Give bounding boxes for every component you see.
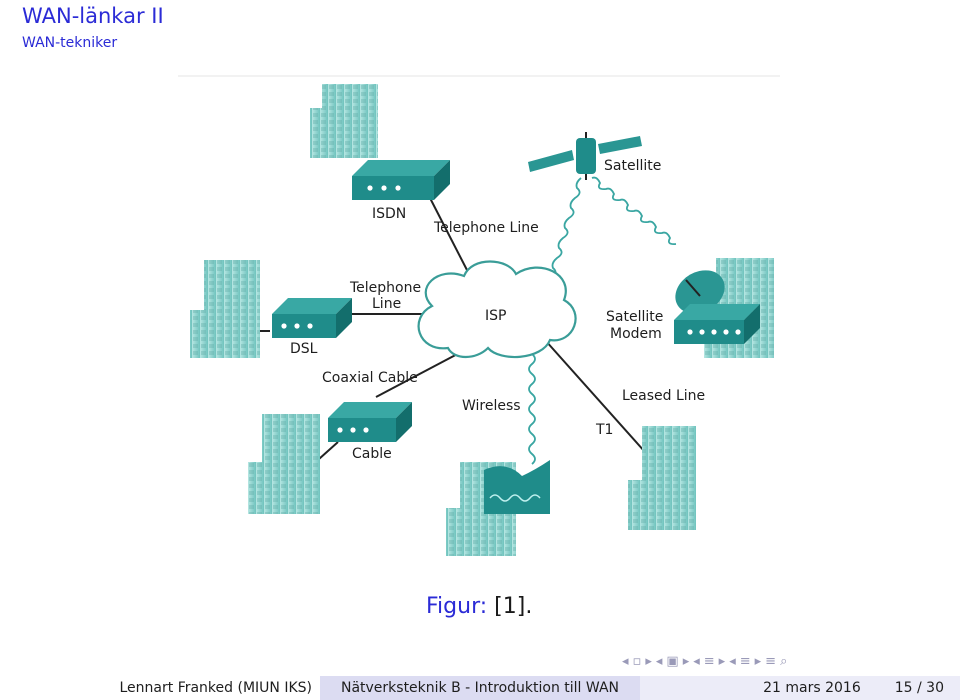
satellite-modem-label-2: Modem <box>610 326 662 342</box>
nav-right-icon[interactable]: ▸ <box>718 653 726 669</box>
isdn-label: ISDN <box>372 206 406 222</box>
section-icon[interactable]: ≡ <box>703 653 715 669</box>
nav-right-icon[interactable]: ▸ <box>682 653 690 669</box>
t1-label: T1 <box>595 422 613 438</box>
isp-cloud: ISP <box>417 260 577 359</box>
cable-label: Cable <box>352 446 392 462</box>
cable-modem <box>328 402 412 442</box>
slide-subtitle: WAN-tekniker <box>22 35 118 51</box>
wireless-links <box>528 176 677 465</box>
nav-left-icon[interactable]: ◂ <box>655 653 663 669</box>
satellite-modem-label-1: Satellite <box>606 309 663 325</box>
subsection-icon[interactable]: ≡ <box>739 653 751 669</box>
coaxial-cable-link <box>375 349 466 398</box>
telephone-line-left-label-1: Telephone <box>349 280 421 296</box>
leased-line-link <box>544 339 646 453</box>
figure-caption: Figur: [1]. <box>426 594 532 619</box>
telephone-line-top-label: Telephone Line <box>433 220 539 236</box>
building-top <box>310 84 378 158</box>
isp-label: ISP <box>485 308 506 324</box>
satellite-modem-wave <box>591 176 677 246</box>
nav-left-icon[interactable]: ◂ <box>622 653 629 669</box>
dsl-label: DSL <box>290 341 318 357</box>
telephone-line-left-label-2: Line <box>372 296 401 312</box>
nav-right-icon[interactable]: ▸ <box>754 653 762 669</box>
footer-right: 21 mars 2016 15 / 30 <box>640 676 960 700</box>
satellite <box>528 132 642 180</box>
nav-left-icon[interactable]: ◂ <box>729 653 736 669</box>
slide-title: WAN-länkar II <box>22 4 164 28</box>
isdn-router <box>352 160 450 200</box>
satellite-label: Satellite <box>604 158 661 174</box>
wireless-label: Wireless <box>462 398 521 414</box>
figure-caption-label: Figur: <box>426 594 488 619</box>
footer-page-number: 15 / 30 <box>894 680 944 696</box>
align-icon[interactable]: ≡ <box>765 653 777 669</box>
footer-date: 21 mars 2016 <box>763 680 861 696</box>
building-bottom-right <box>628 426 696 530</box>
building-bottom-left <box>248 414 320 514</box>
wireless-antenna-panel <box>484 460 550 514</box>
footer-author: Lennart Franked (MIUN IKS) <box>0 676 320 700</box>
coaxial-cable-label: Coaxial Cable <box>322 370 418 386</box>
slide-footer: Lennart Franked (MIUN IKS) Nätverkstekni… <box>0 676 960 700</box>
frame-icon[interactable]: ▫ <box>632 653 642 669</box>
isdn-telephone-link <box>429 197 469 273</box>
figure-citation[interactable]: [1]. <box>494 594 533 619</box>
leased-line-label: Leased Line <box>622 388 705 404</box>
satellite-isp-wave <box>545 177 582 289</box>
dsl-router <box>272 298 352 338</box>
wireless-wave <box>528 343 536 465</box>
building-left <box>190 260 260 358</box>
footer-course: Nätverksteknik B - Introduktion till WAN <box>320 676 640 700</box>
satellite-modem <box>674 270 760 344</box>
frame-multi-icon[interactable]: ▣ <box>666 653 679 669</box>
nav-right-icon[interactable]: ▸ <box>645 653 652 669</box>
beamer-navigation: ◂ ▫ ▸ ◂ ▣ ▸ ◂ ≡ ▸ ◂ ≡ ▸ ≡ ⌕ <box>620 652 789 670</box>
nav-left-icon[interactable]: ◂ <box>693 653 700 669</box>
search-icon[interactable]: ⌕ <box>780 653 788 669</box>
